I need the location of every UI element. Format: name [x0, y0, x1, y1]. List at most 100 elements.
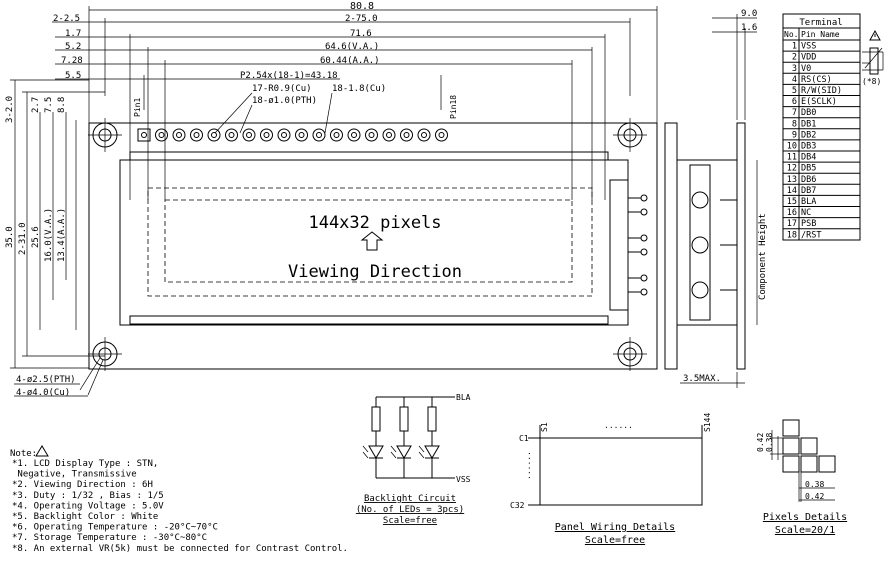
side-dim-9: 9.0 [741, 9, 757, 19]
up-arrow-icon [360, 231, 384, 251]
warning-icon [869, 29, 881, 41]
terminal-no-2: 2 [792, 53, 797, 63]
terminal-name-13: DB6 [801, 175, 816, 185]
pin-15 [382, 128, 396, 142]
dim-7-28: 7.28 [61, 56, 83, 66]
px-042-h: 0.42 [805, 492, 824, 501]
active-area [164, 199, 573, 283]
terminal-no-7: 7 [792, 108, 797, 118]
terminal-no-13: 13 [787, 175, 797, 185]
pin-5 [207, 128, 221, 142]
pin-18 [435, 128, 448, 142]
notes-lines: *1. LCD Display Type : STN, Negative, Tr… [12, 459, 348, 554]
terminal-no-9: 9 [792, 130, 797, 140]
terminal-no-4: 4 [792, 75, 797, 85]
left-dimensions: 3-2.0 2.7 7.5 8.8 35.0 2-31.0 25.6 16.0(… [5, 79, 105, 369]
backlight-title: Backlight Circuit [364, 494, 456, 504]
note-line-8: *7. Storage Temperature : -30°C~80°C [12, 533, 207, 543]
dim-7-5: 7.5 [44, 97, 54, 113]
terminal-no-14: 14 [787, 186, 797, 196]
led-branch-3 [418, 397, 440, 478]
pin18-label: Pin18 [449, 95, 458, 119]
terminal-name-12: DB5 [801, 164, 816, 174]
dim-3-2: 3-2.0 [5, 96, 15, 123]
terminal-name-2: VDD [801, 53, 816, 63]
note-line-4: *3. Duty : 1/32 , Bias : 1/5 [12, 491, 164, 501]
mount-hole-tr [613, 118, 647, 152]
terminal-name-8: DB1 [801, 119, 816, 129]
dim-8-8: 8.8 [57, 97, 67, 113]
note-line-3: *2. Viewing Direction : 6H [12, 480, 153, 490]
pin-12 [330, 128, 343, 142]
led-branch-1 [362, 397, 384, 478]
pin-3 [172, 128, 186, 142]
viewing-area [147, 187, 593, 297]
terminal-no-10: 10 [787, 142, 797, 152]
pin-7 [242, 128, 256, 142]
pin-14 [365, 128, 378, 142]
dim-5-5: 5.5 [65, 71, 81, 81]
vr-note: (*8) [862, 77, 881, 86]
note-line-6: *5. Backlight Color : White [12, 512, 158, 522]
terminal-no-1: 1 [792, 42, 797, 52]
px-042-v: 0.42 [756, 433, 765, 452]
terminal-title: Terminal [799, 18, 842, 28]
terminal-no-6: 6 [792, 97, 797, 107]
dim-25-6: 25.6 [31, 226, 41, 248]
c32-label: C32 [510, 501, 525, 510]
mount-hole-bl [88, 337, 122, 371]
component-height-label: Component Height [758, 213, 768, 300]
terminal-no-18: 18 [787, 230, 797, 240]
terminal-name-17: PSB [801, 219, 816, 229]
dim-pth: 18-ø1.0(PTH) [252, 96, 317, 106]
side-dim-1-6: 1.6 [741, 23, 757, 33]
dim-60-44: 60.44(A.A.) [320, 56, 380, 66]
backlight-circuit: BLA VSS Backlight Circuit (No. of LEDs =… [356, 393, 471, 526]
terminal-name-14: DB7 [801, 186, 816, 196]
pixels-title: Pixels Details [763, 512, 847, 523]
dim-5-2: 5.2 [65, 42, 81, 52]
dim-2-75: 2-75.0 [345, 14, 378, 24]
terminal-name-4: RS(CS) [801, 75, 832, 85]
note-line-2: Negative, Transmissive [12, 470, 137, 480]
mount-hole-tl [88, 118, 122, 152]
dim-pitch: P2.54x(18-1)=43.18 [240, 71, 338, 81]
terminal-no-15: 15 [787, 197, 797, 207]
pin1-label: Pin1 [133, 98, 142, 117]
dim-16: 16.0(V.A.) [44, 208, 54, 262]
terminal-name-7: DB0 [801, 108, 816, 118]
led-connectors [609, 179, 648, 311]
terminal-no-16: 16 [787, 208, 797, 218]
pin-2 [155, 128, 168, 142]
main-board: Pin1 Pin18 144x32 pixels Viewing Directi… [14, 95, 658, 398]
wiring-dots-h: ...... [604, 421, 633, 430]
backlight-scale: Scale=free [383, 516, 437, 526]
terminal-no-8: 8 [792, 119, 797, 129]
hole-cu-label: 4-ø4.0(Cu) [16, 388, 70, 398]
terminal-name-11: DB4 [801, 153, 816, 163]
dim-71-6: 71.6 [350, 29, 372, 39]
terminal-col-no: No. [784, 30, 798, 39]
dim-cu18: 18-1.8(Cu) [332, 84, 386, 94]
s144-label: S144 [703, 413, 712, 432]
terminal-name-5: R/W(SID) [801, 86, 842, 96]
pin-11 [312, 128, 326, 142]
dim-r09: 17-R0.9(Cu) [252, 84, 312, 94]
terminal-name-10: DB3 [801, 142, 816, 152]
s1-label: S1 [540, 422, 549, 432]
pin-17 [417, 128, 431, 142]
dim-80-8: 80.8 [350, 1, 374, 12]
terminal-name-9: DB2 [801, 130, 816, 140]
panel-wiring: S1 S144 ...... ...... C1 C32 Panel Wirin… [510, 413, 712, 546]
c1-label: C1 [519, 434, 529, 443]
pin-header [137, 128, 448, 142]
px-038-h: 0.38 [805, 480, 824, 489]
pixels-scale: Scale=20/1 [775, 525, 835, 536]
side-view: 9.0 1.6 3.5MAX. Component Height [664, 9, 768, 388]
pin-6 [225, 128, 238, 142]
note-line-1: *1. LCD Display Type : STN, [12, 459, 158, 469]
backlight-sub: (No. of LEDs = 3pcs) [356, 505, 464, 515]
terminal-name-6: E(SCLK) [801, 97, 837, 107]
